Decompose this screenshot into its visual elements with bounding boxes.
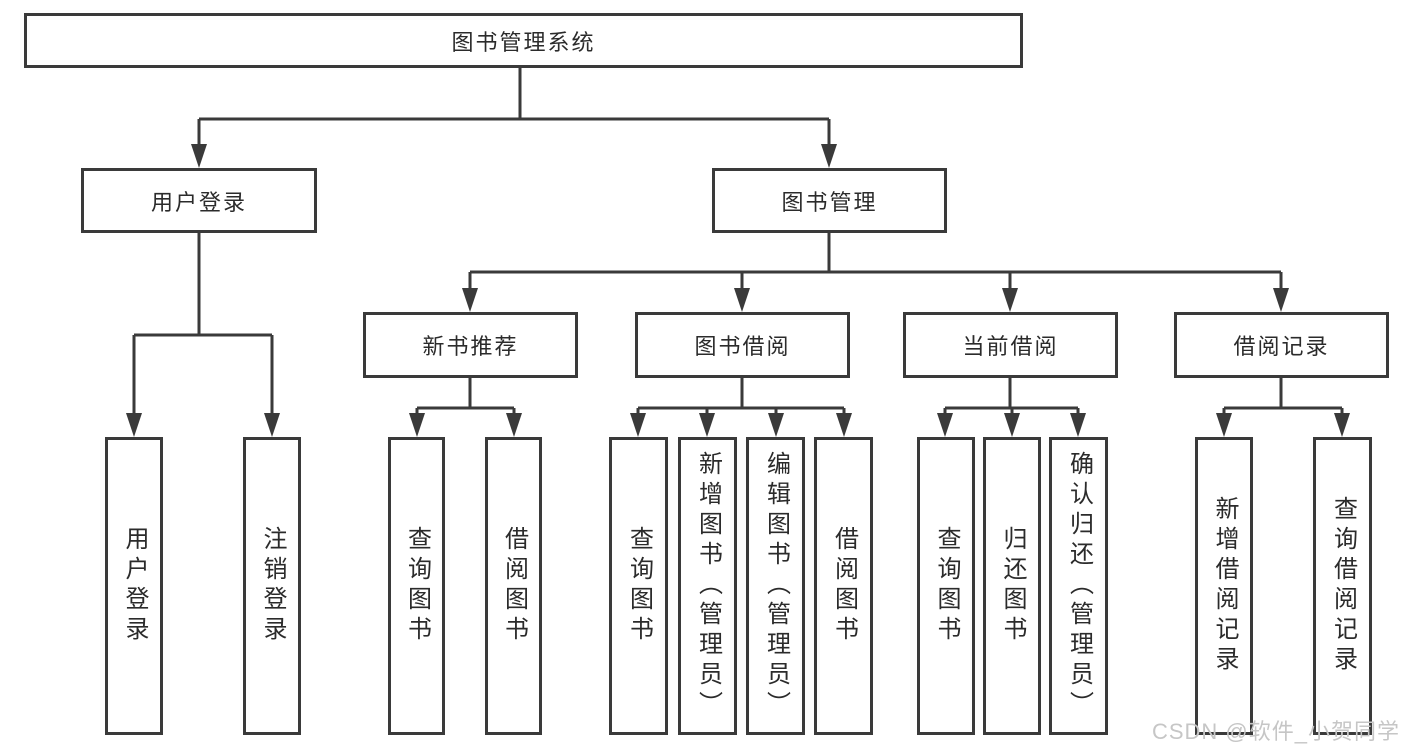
connector-newbook-to-leaves xyxy=(409,378,522,437)
node-new-book-recommend: 新书推荐 xyxy=(363,312,578,378)
node-user-login: 用户登录 xyxy=(81,168,317,233)
leaf-borrow-book-newbook: 借阅图书 xyxy=(485,437,542,735)
leaf-edit-book-admin: 编辑图书（管理员） xyxy=(746,437,805,735)
connector-currentborrow-to-leaves xyxy=(937,378,1086,437)
connector-bookmgmt-to-level3 xyxy=(462,233,1289,312)
node-label: 图书管理 xyxy=(781,189,878,215)
leaf-add-book-admin: 新增图书（管理员） xyxy=(678,437,737,735)
node-label: 归还图书 xyxy=(999,526,1026,646)
node-label: 查询图书 xyxy=(933,526,960,646)
node-label: 图书借阅 xyxy=(694,334,791,359)
node-label: 查询借阅记录 xyxy=(1329,496,1357,676)
csdn-watermark: CSDN @软件_小贺同学 xyxy=(1151,719,1400,744)
node-current-borrow: 当前借阅 xyxy=(903,312,1118,378)
node-label: 借阅记录 xyxy=(1233,334,1330,359)
node-label: 借阅图书 xyxy=(830,526,858,646)
node-label: 新书推荐 xyxy=(422,334,519,359)
node-borrow-record: 借阅记录 xyxy=(1174,312,1389,378)
leaf-query-book-newbook: 查询图书 xyxy=(388,437,445,735)
leaf-query-book-current: 查询图书 xyxy=(917,437,975,735)
node-book-management: 图书管理 xyxy=(712,168,947,233)
node-label: 新增借阅记录 xyxy=(1211,496,1238,676)
connector-borrowrecord-to-leaves xyxy=(1216,378,1350,437)
leaf-logout-login: 注销登录 xyxy=(243,437,301,735)
node-label: 当前借阅 xyxy=(962,334,1059,359)
connector-bookborrow-to-leaves xyxy=(630,378,852,437)
node-label: 查询图书 xyxy=(403,526,431,646)
leaf-return-book: 归还图书 xyxy=(983,437,1041,735)
connector-root-to-level2 xyxy=(191,68,837,168)
node-label: 确认归还（管理员） xyxy=(1065,451,1093,721)
node-label: 查询图书 xyxy=(625,526,653,646)
leaf-borrow-book: 借阅图书 xyxy=(814,437,873,735)
node-label: 图书管理系统 xyxy=(451,29,596,55)
node-library-management-system: 图书管理系统 xyxy=(24,13,1023,68)
leaf-user-login: 用户登录 xyxy=(105,437,163,735)
node-label: 新增图书（管理员） xyxy=(694,451,722,721)
leaf-query-book-borrow: 查询图书 xyxy=(609,437,668,735)
node-label: 用户登录 xyxy=(121,526,148,646)
node-label: 编辑图书（管理员） xyxy=(762,451,790,721)
leaf-add-borrow-record: 新增借阅记录 xyxy=(1195,437,1253,735)
node-label: 借阅图书 xyxy=(500,526,528,646)
node-label: 用户登录 xyxy=(150,189,247,215)
node-book-borrow: 图书借阅 xyxy=(635,312,850,378)
node-label: 注销登录 xyxy=(259,526,286,646)
leaf-query-borrow-record: 查询借阅记录 xyxy=(1313,437,1372,735)
leaf-confirm-return-admin: 确认归还（管理员） xyxy=(1049,437,1108,735)
connector-userlogin-to-leaves xyxy=(126,233,280,437)
